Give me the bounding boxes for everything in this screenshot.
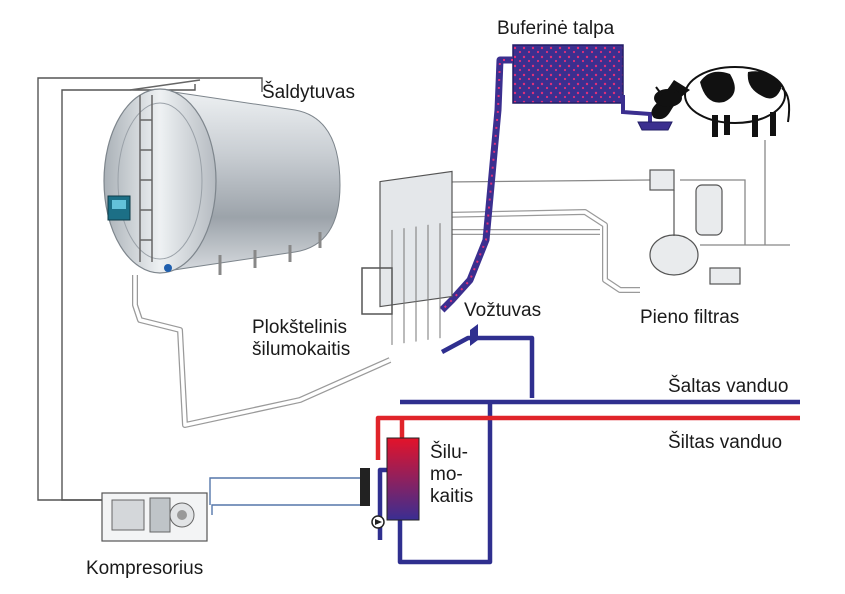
plate-heat-exchanger-icon bbox=[361, 170, 453, 345]
heat-exchanger-label-line1: Šilu- bbox=[430, 442, 469, 463]
heat-exchanger-label-line2: mo- bbox=[430, 464, 463, 485]
cooler-label: Šaldytuvas bbox=[262, 82, 355, 103]
plate-exchanger-label-line1: Plokštelinis bbox=[252, 317, 348, 338]
valve-label: Vožtuvas bbox=[464, 300, 542, 321]
plate-exchanger-label: Plokštelinis šilumokaitis bbox=[252, 317, 350, 361]
compressor-label: Kompresorius bbox=[86, 558, 204, 579]
buffer-tank-label: Buferinė talpa bbox=[497, 18, 615, 39]
boiler-icon bbox=[360, 437, 420, 529]
cold-water-label: Šaltas vanduo bbox=[668, 376, 789, 397]
milk-filter-label: Pieno filtras bbox=[640, 307, 740, 328]
valve-icon bbox=[470, 324, 478, 346]
compressor-icon bbox=[101, 492, 208, 542]
cold-milk-pipe bbox=[439, 56, 513, 313]
milk-tank-icon bbox=[103, 79, 341, 275]
milk-pipes-inner bbox=[133, 210, 640, 427]
heat-exchanger-label-line3: kaitis bbox=[430, 486, 474, 507]
water-lines-compressor bbox=[209, 477, 360, 515]
trough-pipe bbox=[621, 95, 673, 131]
plate-exchanger-label-line2: šilumokaitis bbox=[252, 339, 351, 360]
refrigerant-lines bbox=[37, 77, 263, 501]
filter-pipes bbox=[444, 140, 790, 246]
heat-exchanger-label: Šilu- mo- kaitis bbox=[430, 442, 473, 508]
warm-water-label: Šiltas vanduo bbox=[668, 432, 783, 453]
milk-filter-icon bbox=[649, 169, 741, 285]
warm-water-pipe bbox=[375, 415, 800, 460]
buffer-tank bbox=[512, 44, 624, 104]
cow-icon bbox=[651, 66, 791, 137]
